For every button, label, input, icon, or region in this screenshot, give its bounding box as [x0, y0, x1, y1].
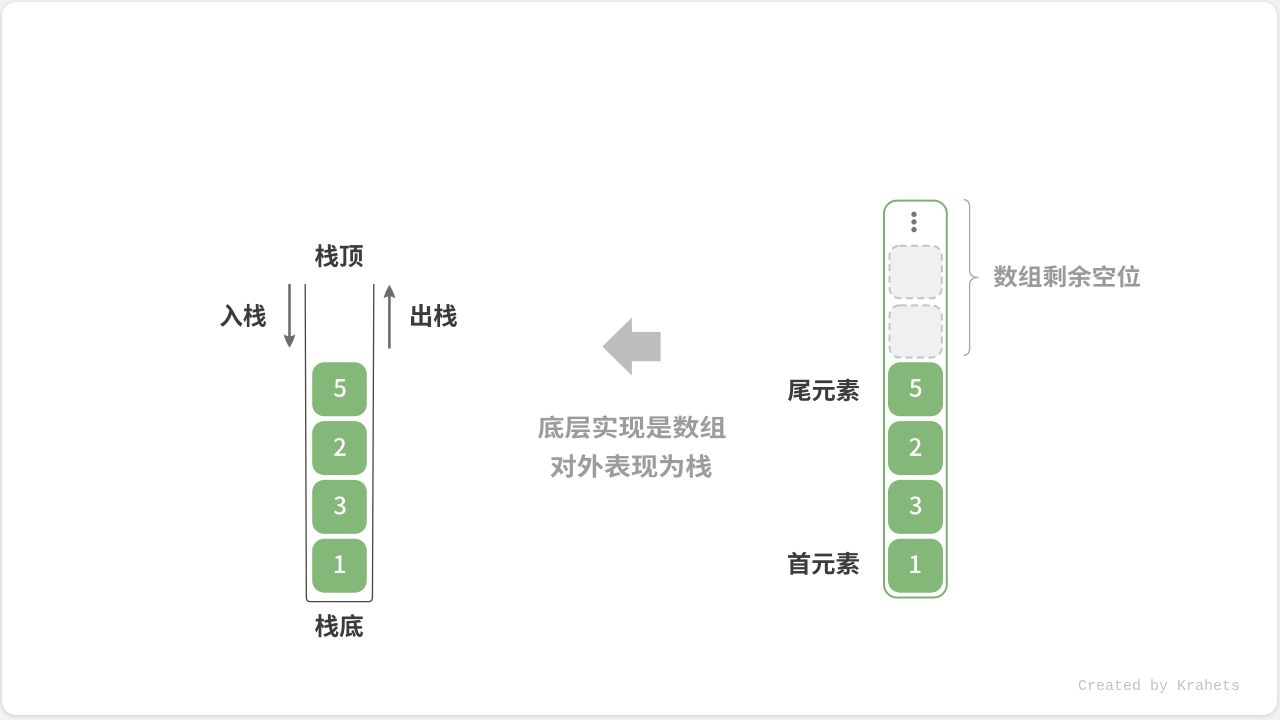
svg-text:Created by Krahets: Created by Krahets [1078, 678, 1240, 695]
